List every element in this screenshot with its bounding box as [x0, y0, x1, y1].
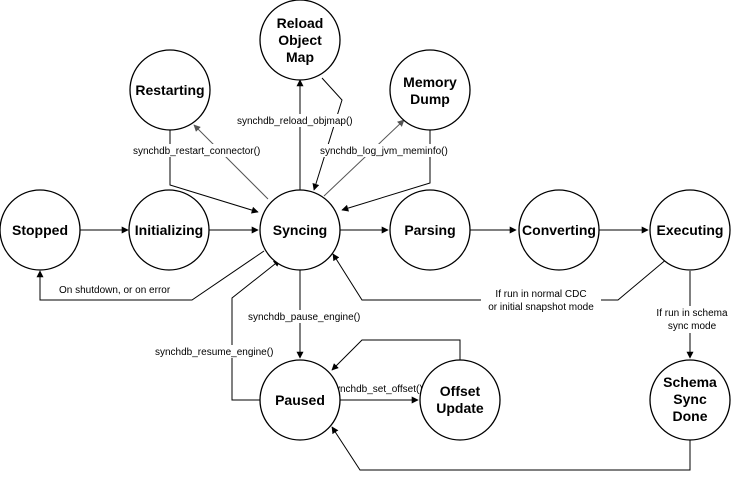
- label-resume-engine: synchdb_resume_engine(): [155, 347, 273, 358]
- state-memory-label-line2: Dump: [410, 91, 450, 107]
- state-parsing: Parsing: [389, 189, 471, 271]
- label-schema-mode-line2: sync mode: [668, 321, 717, 332]
- state-parsing-label: Parsing: [404, 222, 455, 238]
- state-memory-dump: Memory Dump: [389, 49, 471, 131]
- label-normal-cdc-line1: If run in normal CDC: [495, 289, 586, 300]
- edge-reload-to-syncing: [312, 77, 343, 191]
- state-initializing: Initializing: [128, 189, 210, 271]
- label-log-jvm-meminfo: synchdb_log_jvm_meminfo(): [320, 146, 448, 157]
- state-stopped-label: Stopped: [12, 222, 68, 238]
- state-paused-label: Paused: [275, 392, 325, 408]
- edge-syncing-to-memory: [323, 119, 405, 197]
- state-schema-label-line1: Schema: [663, 374, 717, 390]
- label-schema-mode-line1: If run in schema: [656, 308, 728, 319]
- state-schema-label-line2: Sync: [673, 391, 707, 407]
- state-reload-label-line2: Object: [278, 32, 322, 48]
- state-stopped: Stopped: [0, 189, 81, 271]
- state-syncing: Syncing: [259, 189, 341, 271]
- state-paused: Paused: [259, 359, 341, 441]
- edge-offset-to-paused: [331, 339, 461, 371]
- states: Stopped Initializing Syncing Parsing Con…: [0, 0, 731, 441]
- state-schema-sync-done: Schema Sync Done: [649, 359, 731, 441]
- edge-schema-done-to-paused: [331, 426, 691, 471]
- edge-labels: synchdb_restart_connector() synchdb_relo…: [58, 114, 732, 395]
- state-initializing-label: Initializing: [135, 222, 203, 238]
- state-executing: Executing: [649, 189, 731, 271]
- state-converting: Converting: [518, 189, 600, 271]
- state-restarting-label: Restarting: [135, 82, 204, 98]
- label-shutdown: On shutdown, or on error: [59, 285, 171, 296]
- label-set-offset: synchdb_set_offset(): [330, 384, 423, 395]
- state-schema-label-line3: Done: [673, 408, 708, 424]
- edge-syncing-to-stopped: [36, 250, 265, 301]
- label-normal-cdc-line2: or initial snapshot mode: [488, 302, 594, 313]
- state-restarting: Restarting: [129, 49, 211, 131]
- state-offset-label-line2: Update: [436, 400, 484, 416]
- label-restart-connector: synchdb_restart_connector(): [133, 146, 260, 157]
- state-reload-label-line1: Reload: [277, 15, 324, 31]
- state-converting-label: Converting: [522, 222, 596, 238]
- state-memory-label-line1: Memory: [403, 74, 457, 90]
- edge-syncing-to-restarting: [193, 124, 269, 200]
- edges: [36, 77, 694, 471]
- label-pause-engine: synchdb_pause_engine(): [248, 312, 360, 323]
- state-executing-label: Executing: [657, 222, 724, 238]
- state-offset-update: Offset Update: [419, 359, 501, 441]
- state-reload-label-line3: Map: [286, 49, 314, 65]
- state-reload-object-map: Reload Object Map: [259, 0, 341, 81]
- label-reload-objmap: synchdb_reload_objmap(): [237, 116, 353, 127]
- state-offset-label-line1: Offset: [440, 383, 481, 399]
- state-syncing-label: Syncing: [273, 222, 327, 238]
